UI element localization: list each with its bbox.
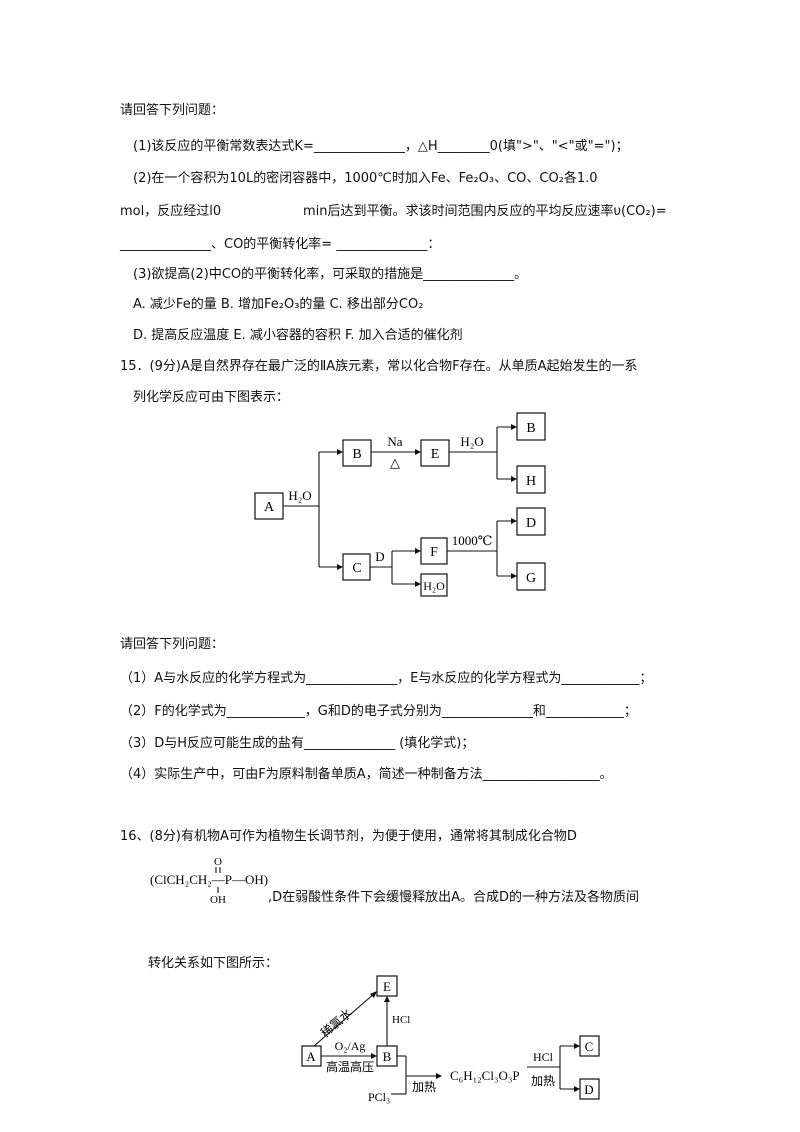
q14-part3: (3)欲提高(2)中CO的平衡转化率，可采取的措施是______________… [133, 267, 528, 282]
q14-part1: (1)该反应的平衡常数表达式K=______________，△H_______… [133, 139, 629, 154]
label-h2o-a: H₂O [288, 488, 311, 503]
label-heat-1: 加热 [412, 1080, 436, 1094]
label-h2o-e: H₂O [460, 434, 483, 449]
struct-top-o: O [214, 856, 222, 868]
node-d-label: D [584, 1082, 593, 1097]
q14-options-2: D. 提高反应温度 E. 减小容器的容积 F. 加入合适的催化剂 [133, 328, 463, 343]
arrow-a-e [313, 992, 376, 1047]
label-xilushui: 稀氯水 [318, 1006, 354, 1040]
node-b-product-label: B [526, 421, 535, 436]
node-e-label: E [383, 979, 391, 994]
node-e [420, 439, 450, 467]
node-f [420, 537, 448, 565]
node-g-label: G [526, 571, 536, 586]
q14-part2-line2-left: mol，反应经过l0 [120, 204, 222, 219]
node-h2o-product [420, 573, 448, 597]
q16-transform-intro: 转化关系如下图所示： [148, 956, 279, 971]
label-pcl3: PCl₃ [368, 1090, 390, 1104]
node-f-label: F [430, 545, 438, 560]
q14-intro: 请回答下列问题： [120, 103, 225, 118]
label-d: D [375, 549, 384, 564]
node-d-label: D [526, 516, 536, 531]
node-d [579, 1078, 600, 1100]
node-c [342, 553, 371, 581]
label-product-formula: C₆H₁₂Cl₃O₃P [450, 1068, 520, 1083]
label-hcl-vertical: HCl [392, 1014, 410, 1026]
label-o2-ag: O₂/Ag [335, 1039, 366, 1053]
node-c [579, 1035, 600, 1057]
node-b-label: B [383, 1049, 392, 1064]
node-c-label: C [585, 1039, 594, 1054]
node-b-product [516, 412, 546, 441]
label-high-temp-pressure: 高温高压 [326, 1059, 374, 1074]
node-b-label: B [352, 447, 361, 462]
q15-answer-3: （3）D与H反应可能生成的盐有______________ (填化学式)； [120, 736, 475, 751]
q14-options-1: A. 减少Fe的量 B. 增加Fe₂O₃的量 C. 移出部分CO₂ [133, 297, 424, 312]
node-a-label: A [306, 1049, 316, 1064]
label-heat-triangle: △ [390, 455, 400, 470]
node-a-label: A [264, 500, 275, 515]
q15-answer-1: （1）A与水反应的化学方程式为______________，E与水反应的化学方程… [120, 671, 653, 686]
node-h2o-product-label: H₂O [423, 579, 445, 593]
node-c-label: C [352, 561, 361, 576]
node-b [342, 439, 372, 467]
node-h-label: H [526, 474, 536, 489]
node-h [516, 465, 546, 494]
label-heat-2: 加热 [531, 1074, 555, 1088]
node-d [516, 507, 546, 536]
label-1000c: 1000℃ [452, 533, 493, 548]
label-na: Na [387, 434, 402, 449]
q16-structure-text: ,D在弱酸性条件下会缓慢释放出A。合成D的一种方法及各物质间 [268, 890, 640, 905]
q15-heading-line1: 15．(9分)A是自然界存在最广泛的ⅡA族元素，常以化合物F存在。从单质A起始发… [120, 359, 638, 374]
q14-part2-line1: (2)在一个容积为10L的密闭容器中，1000℃时加入Fe、Fe₂O₃、CO、C… [133, 171, 598, 186]
node-e-label: E [431, 447, 440, 462]
q15-answer-4: （4）实际生产中，可由F为原料制备单质A，简述一种制备方法___________… [120, 767, 613, 782]
struct-main: (ClCH₂CH₂—P—OH) [150, 872, 268, 887]
q14-part2-line2-right: min后达到平衡。求该时间范围内反应的平均反应速率υ(CO₂)= [303, 204, 667, 219]
q15-intro: 请回答下列问题： [120, 637, 225, 652]
q14-part2-line3: ______________、CO的平衡转化率= ______________： [120, 237, 441, 252]
label-hcl-2: HCl [533, 1050, 554, 1064]
q16-heading: 16、(8分)有机物A可作为植物生长调节剂，为便于使用，通常将其制成化合物D [120, 829, 577, 844]
struct-bottom-oh: OH [210, 894, 226, 906]
q15-answer-2: （2）F的化学式为____________，G和D的电子式分别为________… [120, 704, 637, 719]
q15-heading-line2: 列化学反应可由下图表示： [133, 390, 290, 405]
node-g [516, 562, 546, 591]
